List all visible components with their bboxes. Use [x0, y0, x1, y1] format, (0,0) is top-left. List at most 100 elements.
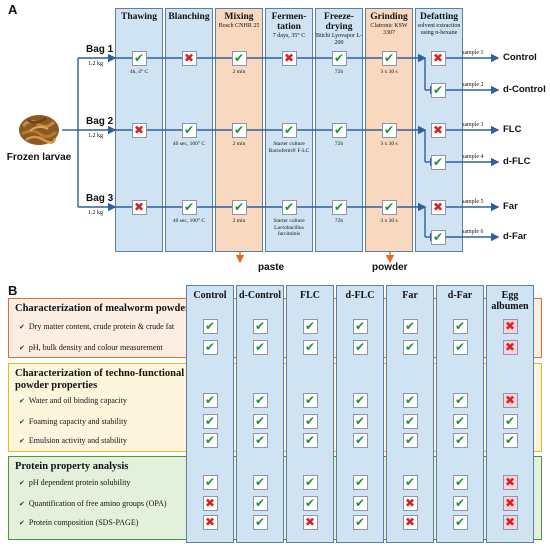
check-icon: ✔: [331, 122, 347, 138]
cross-icon: ✖: [302, 514, 318, 530]
check-icon: ✔: [302, 318, 318, 334]
bag-label: Bag 1: [86, 44, 114, 55]
check-icon: ✔: [302, 413, 318, 429]
check-icon: ✔: [381, 122, 397, 138]
output-label: d-FLC: [503, 156, 531, 167]
step-note: Starter culture Lactobacillus farciminis: [273, 218, 305, 237]
section-title: Characterization of mealworm powders: [15, 303, 194, 314]
section-title: Characterization of techno-functional po…: [15, 368, 185, 391]
cross-icon: ✖: [202, 514, 218, 530]
check-icon: ✔: [331, 199, 347, 215]
analysis-item-label: pH, bulk density and colour measurement: [28, 343, 163, 352]
check-icon: ✔: [430, 229, 446, 245]
analysis-item: ✔Quantification of free amino groups (OP…: [19, 499, 167, 509]
analysis-item-label: Water and oil binding capacity: [28, 396, 127, 405]
column-title: Freeze-drying: [324, 12, 354, 32]
cross-icon: ✖: [181, 50, 197, 66]
sample-column-title: FLC: [300, 290, 320, 301]
check-icon: ✔: [381, 50, 397, 66]
cross-icon: ✖: [502, 474, 518, 490]
step-note: 40 sec, 100° C: [172, 141, 206, 147]
check-icon: ✔: [252, 495, 268, 511]
sample-column-title: d-Far: [447, 290, 473, 301]
cross-icon: ✖: [502, 392, 518, 408]
check-icon: ✔: [452, 514, 468, 530]
check-icon: ✔: [181, 199, 197, 215]
analysis-item: ✔pH dependent protein solubility: [19, 478, 130, 488]
cross-icon: ✖: [131, 199, 147, 215]
check-icon: ✔: [281, 122, 297, 138]
check-icon: ✔: [352, 495, 368, 511]
check-icon: ✔: [352, 413, 368, 429]
check-icon: ✔: [381, 199, 397, 215]
source-label: Frozen larvae: [6, 152, 72, 163]
check-icon: ✔: [452, 339, 468, 355]
check-icon: ✔: [402, 339, 418, 355]
check-icon: ✔: [181, 122, 197, 138]
powder-label: powder: [372, 262, 408, 273]
sample-column-title: d-FLC: [345, 290, 375, 301]
output-label: d-Control: [503, 84, 546, 95]
flow-arrows: [62, 53, 500, 264]
column-subtitle: Bosch CNHR 25: [218, 23, 260, 29]
bullet-check-icon: ✔: [19, 418, 25, 426]
sample-column-title: d-Control: [238, 290, 282, 301]
column-title: Fermen-tation: [271, 12, 307, 32]
cross-icon: ✖: [402, 495, 418, 511]
column-subtitle: solvent extraction using n-hexane: [417, 23, 461, 36]
bag-label: Bag 2: [86, 116, 114, 127]
check-icon: ✔: [402, 432, 418, 448]
sample-label: sample 4: [462, 154, 484, 160]
step-note: Starter culture Bactoferm® F-LC: [268, 141, 310, 154]
bullet-check-icon: ✔: [19, 397, 25, 405]
step-note: 72h: [334, 218, 344, 224]
cross-icon: ✖: [430, 50, 446, 66]
bag-weight: 1.2 kg: [88, 210, 103, 216]
sample-label: sample 6: [462, 229, 484, 235]
output-label: FLC: [503, 124, 522, 135]
step-note: 3 x 30 s: [380, 69, 398, 75]
step-note: 2 min: [232, 218, 246, 224]
check-icon: ✔: [452, 392, 468, 408]
cross-icon: ✖: [131, 122, 147, 138]
check-icon: ✔: [252, 339, 268, 355]
cross-icon: ✖: [502, 495, 518, 511]
check-icon: ✔: [231, 50, 247, 66]
check-icon: ✔: [331, 50, 347, 66]
cross-icon: ✖: [502, 339, 518, 355]
bullet-check-icon: ✔: [19, 479, 25, 487]
check-icon: ✔: [202, 392, 218, 408]
check-icon: ✔: [352, 339, 368, 355]
output-label: Far: [503, 201, 518, 212]
sample-column-title: Egg albumen: [491, 290, 529, 312]
check-icon: ✔: [402, 413, 418, 429]
check-icon: ✔: [502, 413, 518, 429]
check-icon: ✔: [402, 392, 418, 408]
check-icon: ✔: [430, 154, 446, 170]
step-note: 2 min: [232, 141, 246, 147]
column-title: Defatting: [420, 12, 458, 22]
step-note: 2 min: [232, 69, 246, 75]
cross-icon: ✖: [430, 199, 446, 215]
bullet-check-icon: ✔: [19, 519, 25, 527]
panel-a-label: A: [8, 2, 18, 17]
check-icon: ✔: [202, 474, 218, 490]
analysis-item-label: Foaming capacity and stability: [28, 417, 128, 426]
check-icon: ✔: [302, 474, 318, 490]
step-note: 3 x 30 s: [380, 141, 398, 147]
check-icon: ✔: [252, 392, 268, 408]
analysis-item-label: Quantification of free amino groups (OPA…: [28, 499, 167, 508]
panel-b-label: B: [8, 283, 18, 298]
step-note: 40 sec, 100° C: [172, 218, 206, 224]
column-title: Thawing: [121, 12, 157, 22]
check-icon: ✔: [252, 413, 268, 429]
check-icon: ✔: [202, 339, 218, 355]
check-icon: ✔: [231, 199, 247, 215]
check-icon: ✔: [131, 50, 147, 66]
check-icon: ✔: [402, 318, 418, 334]
output-label: Control: [503, 52, 537, 63]
bullet-check-icon: ✔: [19, 323, 25, 331]
check-icon: ✔: [452, 474, 468, 490]
bag-weight: 1.2 kg: [88, 133, 103, 139]
check-icon: ✔: [402, 474, 418, 490]
